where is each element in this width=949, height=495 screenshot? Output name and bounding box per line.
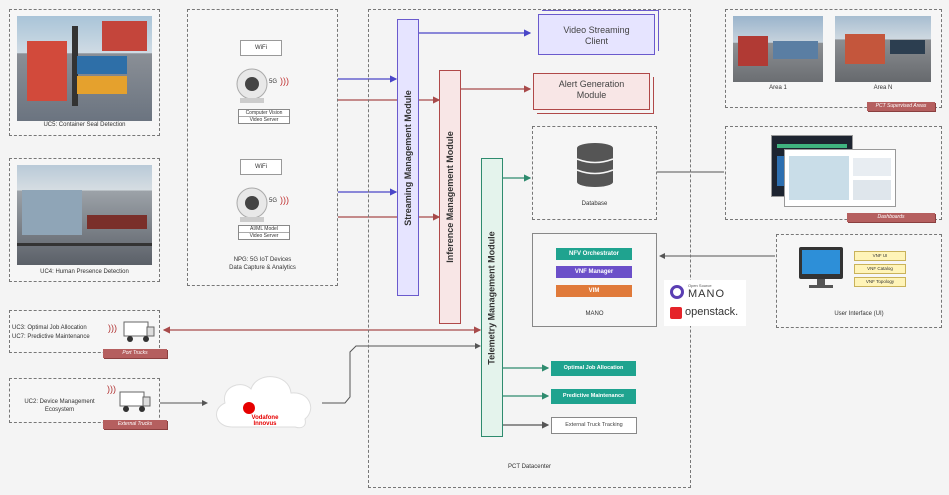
osm-big-label: MANO xyxy=(688,288,725,300)
alert-label-1: Alert Generation xyxy=(558,79,625,89)
uc2-panel: UC2: Device Management Ecosystem ))) xyxy=(9,378,160,423)
osm-small-label: Open Source xyxy=(688,283,712,288)
alert-label-2: Module xyxy=(576,90,607,100)
nfv-orchestrator: NFV Orchestrator xyxy=(556,248,632,260)
dashboard-screen-2 xyxy=(784,149,896,207)
alert-generation-module: Alert Generation Module xyxy=(533,73,650,110)
uc3-label-1: UC3: Optimal Job Allocation xyxy=(12,325,87,331)
uc5-label: UC5: Container Seal Detection xyxy=(43,122,126,128)
dashboards-panel xyxy=(725,126,942,220)
video-label-1: Video Streaming xyxy=(563,25,630,35)
dashboards-tag: Dashboards xyxy=(847,213,935,222)
cloud-icon xyxy=(216,376,312,429)
database-icon xyxy=(576,143,614,187)
uc3-panel: UC3: Optimal Job Allocation UC7: Predict… xyxy=(9,310,160,353)
ui-label: User Interface (UI) xyxy=(834,311,884,317)
area-n-label: Area N xyxy=(873,85,893,91)
port-truck-icon xyxy=(120,319,155,345)
uc4-label: UC4: Human Presence Detection xyxy=(40,269,129,275)
external-trucks-tag: External Trucks xyxy=(103,420,167,429)
area-n-photo xyxy=(835,16,931,82)
ui-item-vnf-catalog: VNF Catalog xyxy=(854,264,906,274)
osm-logo-icon xyxy=(670,285,684,299)
mano-label: MANO xyxy=(585,311,604,317)
vim: VIM xyxy=(556,285,632,297)
area-1-label: Area 1 xyxy=(769,85,787,91)
wifi-box-1: WiFi xyxy=(240,40,282,56)
devices-caption-1: NPG: 5G IoT Devices xyxy=(233,257,292,263)
video-label-2: Client xyxy=(584,36,608,46)
external-truck-tracking: External Truck Tracking xyxy=(551,417,637,434)
pct-datacenter: PCT Datacenter xyxy=(368,9,691,488)
uc5-panel: UC5: Container Seal Detection xyxy=(9,9,160,136)
human-detection-photo xyxy=(17,165,152,265)
vodafone-logo-icon xyxy=(243,402,255,414)
ui-item-vnf-topology: VNF Topology xyxy=(854,277,906,287)
supervised-areas-tag: PCT Supervised Areas xyxy=(867,102,935,111)
vnf-manager: VNF Manager xyxy=(556,266,632,278)
predictive-maintenance: Predictive Maintenance xyxy=(551,389,636,404)
supervised-areas-panel: Area 1 Area N xyxy=(725,9,942,108)
camera-icon-1: 5G ))) xyxy=(234,68,294,104)
telemetry-module: Telemetry Management Module xyxy=(481,158,503,437)
camera-icon-2: 5G ))) xyxy=(234,187,294,223)
external-truck-icon xyxy=(116,389,151,415)
openstack-label: openstack. xyxy=(685,306,739,318)
mano-logos: Open Source MANO openstack. xyxy=(664,280,746,326)
mano-panel: NFV Orchestrator VNF Manager VIM MANO xyxy=(532,233,657,327)
wifi-box-2: WiFi xyxy=(240,159,282,175)
signal-icon: ))) xyxy=(108,323,117,333)
signal-icon-2: ))) xyxy=(107,384,116,394)
uc2-label-2: Ecosystem xyxy=(44,407,75,413)
devices-caption-2: Data Capture & Analytics xyxy=(229,265,296,271)
video-streaming-client: Video Streaming Client xyxy=(538,14,655,55)
optimal-job-allocation: Optimal Job Allocation xyxy=(551,361,636,376)
ui-panel: VNF UI VNF Catalog VNF Topology User Int… xyxy=(776,234,942,328)
uc3-label-2: UC7: Predictive Maintenance xyxy=(12,334,90,340)
uc4-panel: UC4: Human Presence Detection xyxy=(9,158,160,282)
area-1-photo xyxy=(733,16,823,82)
database-label: Database xyxy=(581,201,608,207)
openstack-logo-icon xyxy=(670,307,682,319)
ui-item-vnf-ui: VNF UI xyxy=(854,251,906,261)
uc2-label-1: UC2: Device Management xyxy=(24,399,95,405)
monitor-icon xyxy=(799,247,843,288)
container-port-photo xyxy=(17,16,152,121)
database-panel: Database xyxy=(532,126,657,220)
datacenter-label: PCT Datacenter xyxy=(508,464,551,470)
cloud-tele-link xyxy=(322,343,481,404)
streaming-module: Streaming Management Module xyxy=(397,19,419,296)
port-trucks-tag: Port Trucks xyxy=(103,349,167,358)
inference-module: Inference Management Module xyxy=(439,70,461,324)
